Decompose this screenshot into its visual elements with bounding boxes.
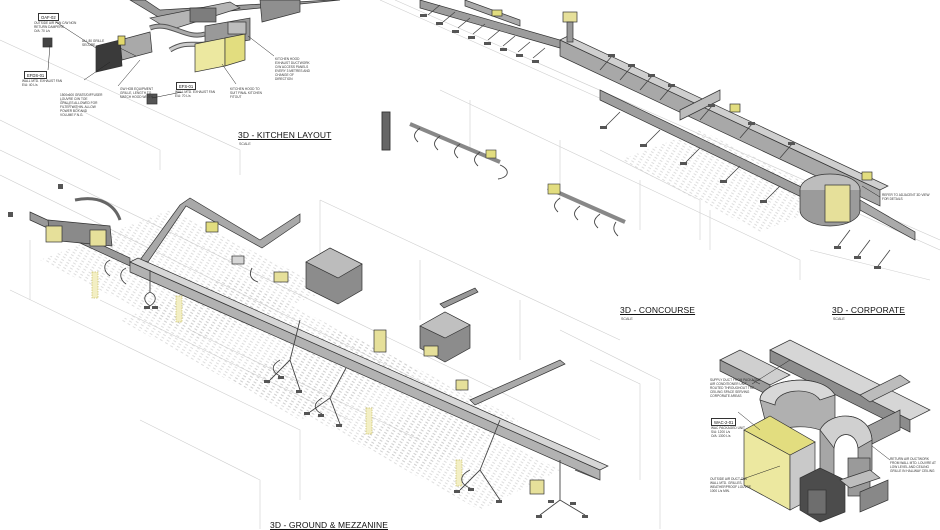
note-kitchen-efs: WALL MTD. EXHAUST FAN E/A: 70 L/s xyxy=(175,90,216,98)
tag-oaf-02: OAF-02 xyxy=(38,13,59,21)
tag-efds-01: EFDS-01 xyxy=(24,71,48,79)
note-kitchen-hood-link: GW HOB EQUIPMENT GRILLE, LENGTH TO MATCH… xyxy=(120,87,154,99)
ground-ductwork xyxy=(29,197,609,495)
concourse-grilles xyxy=(420,14,881,269)
leader-lines xyxy=(47,21,891,481)
ground-branches xyxy=(104,259,601,516)
note-corporate-supply: SUPPLY DUCT FROM PACKAGED AIR CONDITIONE… xyxy=(710,378,761,398)
note-corporate-return: RETURN AIR DUCTWORK FROM WALL MTD. LOUVR… xyxy=(890,457,936,473)
note-kitchen-grease: 1500x600 GRATE/DIFFUSER LOUVRE C/W TOE G… xyxy=(60,93,103,117)
note-kitchen-exhaust: KITCHEN HOOD EXHAUST DUCTWORK C/W ACCESS… xyxy=(275,57,310,81)
note-kitchen-attach: ALL 80 GRILLE SECURE xyxy=(82,39,105,47)
view-scale-kitchen: SCALE xyxy=(239,142,251,146)
tag-efs-01: EFS-01 xyxy=(176,82,197,90)
middle-branch-assembly xyxy=(381,111,626,237)
corporate-ductwork xyxy=(719,339,931,523)
view-scale-concourse: SCALE xyxy=(621,317,633,321)
note-corporate-wac: WAC PACKAGED UNIT S/A: 1200 L/s O/A: 130… xyxy=(711,426,746,438)
ground-grilles xyxy=(8,184,588,518)
note-corporate-oa: OUTSIDE AIR DUCT C/W WALL MTD. GRILLES, … xyxy=(710,477,752,493)
note-concourse-ref: REFER TO ADJACENT 3D VIEW FOR DETAILS xyxy=(882,193,930,201)
view-title-concourse: 3D - CONCOURSE xyxy=(620,305,696,315)
view-scale-corporate: SCALE xyxy=(833,317,845,321)
view-title-ground: 3D - GROUND & MEZZANINE xyxy=(270,520,389,530)
view-title-kitchen: 3D - KITCHEN LAYOUT xyxy=(238,130,332,140)
tag-wac-2-01: WAC-2-01 xyxy=(711,418,737,426)
note-kitchen-oaf: OUTSIDE AIR FAN C/W NON RETURN DAMPERS O… xyxy=(34,21,77,33)
kitchen-ductwork xyxy=(42,0,341,105)
concourse-ductwork xyxy=(419,0,916,241)
view-title-corporate: 3D - CORPORATE xyxy=(832,305,906,315)
concourse-branches xyxy=(427,4,891,267)
note-kitchen-efds: WALL MTD. EXHAUST FAN E/A: 40 L/s xyxy=(22,79,63,87)
note-kitchen-hood: KITCHEN HOOD TO SUIT FINAL KITCHEN FITOU… xyxy=(230,87,262,99)
seating-rows xyxy=(40,130,840,510)
